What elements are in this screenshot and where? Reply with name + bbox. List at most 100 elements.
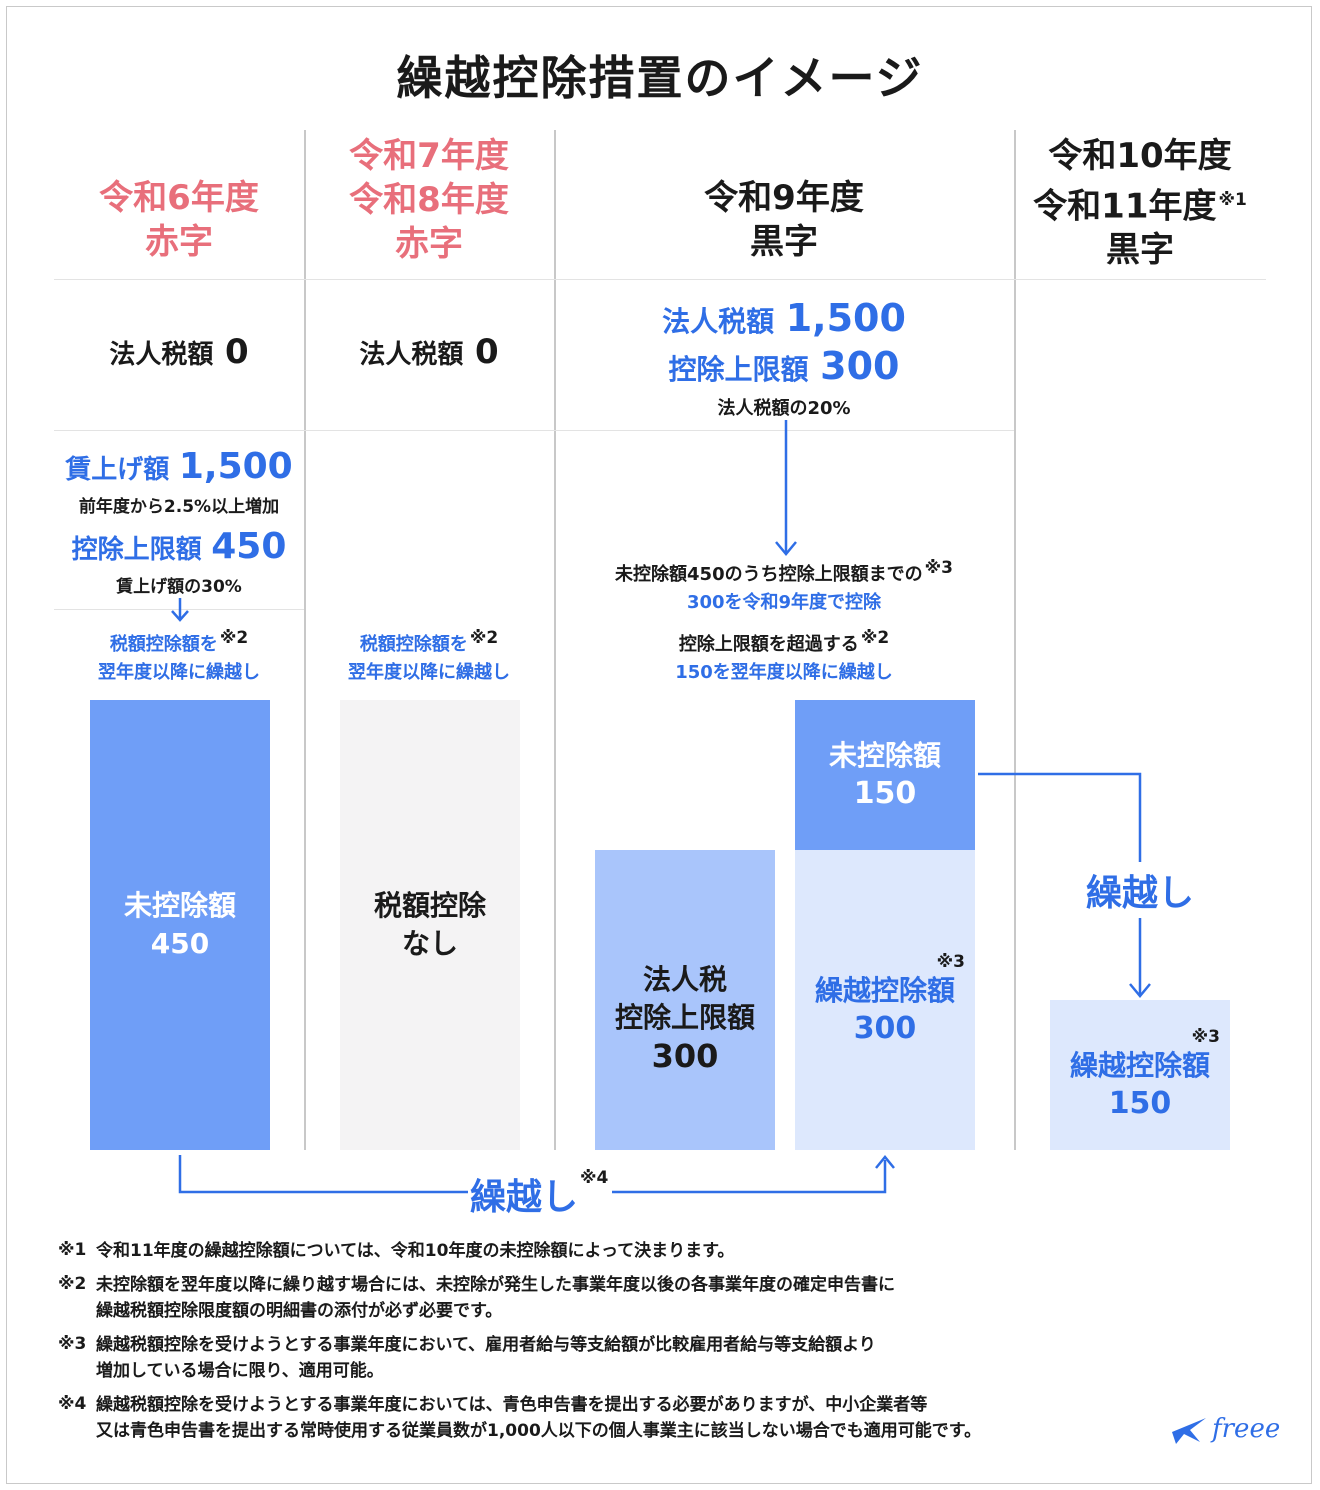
col3-tax-value: 1,500 <box>785 296 906 340</box>
col1-status: 赤字 <box>145 222 213 262</box>
col1-wage-note: 前年度から2.5%以上増加 <box>78 497 280 517</box>
col4-year-2-row: 令和11年度※1 <box>1014 178 1266 228</box>
col1-wage-value: 1,500 <box>178 446 293 487</box>
footnote-4-mark: ※4 <box>58 1394 87 1414</box>
col1-bar-uncontrolled: 未控除額 450 <box>90 700 270 1150</box>
col3-tax-label: 法人税額 <box>662 305 775 338</box>
footnote-4-line-1: 繰越税額控除を受けようとする事業年度においては、青色申告書を提出する必要がありま… <box>96 1395 928 1415</box>
col1-carry-line1: 税額控除額を <box>109 634 218 655</box>
col2-bar-label-1: 税額控除 <box>373 889 486 922</box>
footnote-3-text: 繰越税額控除を受けようとする事業年度において、雇用者給与等支給額が比較雇用者給与… <box>96 1332 876 1384</box>
col3-bar-bottom-mark: ※3 <box>936 952 965 972</box>
col4-bar-label: 繰越控除額 <box>1069 1049 1210 1082</box>
footnote-4-text: 繰越税額控除を受けようとする事業年度においては、青色申告書を提出する必要がありま… <box>96 1392 981 1444</box>
col1-limit-note: 賃上げ額の30% <box>116 577 242 597</box>
col3-bar-bottom-label: 繰越控除額 <box>814 974 955 1007</box>
col3-status: 黒字 <box>750 222 818 262</box>
col3-bar-carry-deduction: ※3 繰越控除額 300 <box>795 850 975 1150</box>
col1-carry-line2: 翌年度以降に繰越し <box>98 662 260 683</box>
col3-bar-left-value: 300 <box>651 1037 719 1075</box>
col4-footnote-mark: ※1 <box>1218 190 1247 210</box>
col3-carry-a-line1: 未控除額450のうち控除上限額までの <box>615 564 923 585</box>
col2-tax: 法人税額 0 <box>304 332 554 372</box>
col2-year-2: 令和8年度 <box>349 180 509 220</box>
col3-year: 令和9年度 <box>704 178 864 218</box>
column-divider <box>554 130 556 1150</box>
footnote-3-line-2: 増加している場合に限り、適用可能。 <box>96 1361 384 1381</box>
col3-limit-label: 控除上限額 <box>668 353 809 386</box>
col3-limit-value: 300 <box>820 344 900 388</box>
footnote-1-line-1: 令和11年度の繰越控除額については、令和10年度の未控除額によって決まります。 <box>96 1241 735 1261</box>
page-title: 繰越控除措置のイメージ <box>396 51 924 105</box>
footnote-2-line-2: 繰越税額控除限度額の明細書の添付が必ず必要です。 <box>96 1301 503 1321</box>
col3-bar-left-label-1: 法人税 <box>642 963 727 996</box>
col1-tax-value: 0 <box>224 332 249 372</box>
col3-carry-a-line2: 300を令和9年度で控除 <box>686 592 882 613</box>
col2-bar-label-2: なし <box>401 927 458 960</box>
col3-header: 令和9年度 黒字 <box>554 176 1014 264</box>
col3-carry-b-line2: 150を翌年度以降に繰越し <box>675 662 893 683</box>
footnote-4-line-2: 又は青色申告書を提出する常時使用する従業員数が1,000人以下の個人事業主に該当… <box>96 1421 982 1441</box>
bird-icon <box>1172 1418 1206 1444</box>
row-divider <box>54 279 1266 280</box>
col1-limit-label: 控除上限額 <box>71 535 202 565</box>
col1-limit-value: 450 <box>211 526 287 567</box>
col1-bar-label: 未控除額 <box>123 889 236 922</box>
footnote-2-mark: ※2 <box>58 1274 87 1294</box>
footnote-1-mark: ※1 <box>58 1240 87 1260</box>
col3-bar-bottom-value: 300 <box>853 1011 917 1046</box>
col1-limit: 控除上限額 450 <box>54 526 304 567</box>
footnote-2-line-1: 未控除額を翌年度以降に繰り越す場合には、未控除が発生した事業年度以後の各事業年度… <box>96 1275 895 1295</box>
col1-tax-label: 法人税額 <box>109 340 214 370</box>
col1-carry-mark: ※2 <box>219 628 249 648</box>
col2-carry-mark: ※2 <box>469 628 499 648</box>
col2-tax-value: 0 <box>474 332 499 372</box>
col1-header: 令和6年度 赤字 <box>54 176 304 264</box>
right-carry-arrow-icon <box>978 772 1151 998</box>
col3-bar-tax-limit: 法人税 控除上限額 300 <box>595 850 775 1150</box>
footnote-3-mark: ※3 <box>58 1334 87 1354</box>
col4-header: 令和10年度 令和11年度※1 黒字 <box>1014 134 1266 272</box>
freee-logo-text: freee <box>1212 1414 1281 1444</box>
col1-wage-label: 賃上げ額 <box>65 455 170 485</box>
right-carry-label: 繰越し <box>1085 873 1194 914</box>
freee-logo: freee <box>1170 1414 1290 1450</box>
col3-tax-note: 法人税額の20% <box>717 398 851 419</box>
col4-bar-mark: ※3 <box>1191 1027 1220 1047</box>
footnote-1-text: 令和11年度の繰越控除額については、令和10年度の未控除額によって決まります。 <box>96 1238 734 1264</box>
col2-year-1: 令和7年度 <box>349 136 509 176</box>
col3-tax: 法人税額 1,500 控除上限額 300 <box>554 296 1014 392</box>
col1-tax: 法人税額 0 <box>54 332 304 372</box>
col1-carry-note: 税額控除額を※2 翌年度以降に繰越し <box>54 624 304 687</box>
bottom-carry-mark: ※4 <box>580 1168 609 1188</box>
col3-carry-b-mark: ※2 <box>860 628 890 648</box>
col3-bar-top-label: 未控除額 <box>828 739 941 772</box>
col3-bar-left-label-2: 控除上限額 <box>614 1001 755 1034</box>
col3-down-arrow-icon <box>775 420 797 556</box>
col2-carry-line2: 翌年度以降に繰越し <box>348 662 510 683</box>
col3-carry-a-mark: ※3 <box>924 558 953 578</box>
col2-status: 赤字 <box>395 224 463 264</box>
col4-year-1: 令和10年度 <box>1048 136 1232 176</box>
col3-carry-b-line1: 控除上限額を超過する <box>678 634 859 655</box>
col1-year: 令和6年度 <box>99 178 259 218</box>
col4-bar-value: 150 <box>1108 1086 1172 1121</box>
col3-carry-note-a: 未控除額450のうち控除上限額までの※3 300を令和9年度で控除 <box>554 554 1014 617</box>
bottom-carry-arrow-icon <box>178 1155 895 1194</box>
col3-carry-note-b: 控除上限額を超過する※2 150を翌年度以降に繰越し <box>554 624 1014 687</box>
col2-bar-none: 税額控除 なし <box>340 700 520 1150</box>
col2-tax-label: 法人税額 <box>359 340 464 370</box>
col1-down-arrow-icon <box>171 598 189 622</box>
col4-year-2: 令和11年度 <box>1033 186 1217 227</box>
column-divider <box>304 130 306 1150</box>
row-divider <box>54 430 1014 431</box>
footnote-3-line-1: 繰越税額控除を受けようとする事業年度において、雇用者給与等支給額が比較雇用者給与… <box>96 1335 876 1355</box>
col4-status: 黒字 <box>1106 230 1174 271</box>
col2-carry-note: 税額控除額を※2 翌年度以降に繰越し <box>304 624 554 687</box>
col1-wage: 賃上げ額 1,500 <box>54 446 304 487</box>
bottom-carry-text: 繰越し <box>470 1177 579 1218</box>
footnote-2-text: 未控除額を翌年度以降に繰り越す場合には、未控除が発生した事業年度以後の各事業年度… <box>96 1272 895 1324</box>
column-divider <box>1014 130 1016 1150</box>
col3-bar-top-value: 150 <box>853 776 917 811</box>
